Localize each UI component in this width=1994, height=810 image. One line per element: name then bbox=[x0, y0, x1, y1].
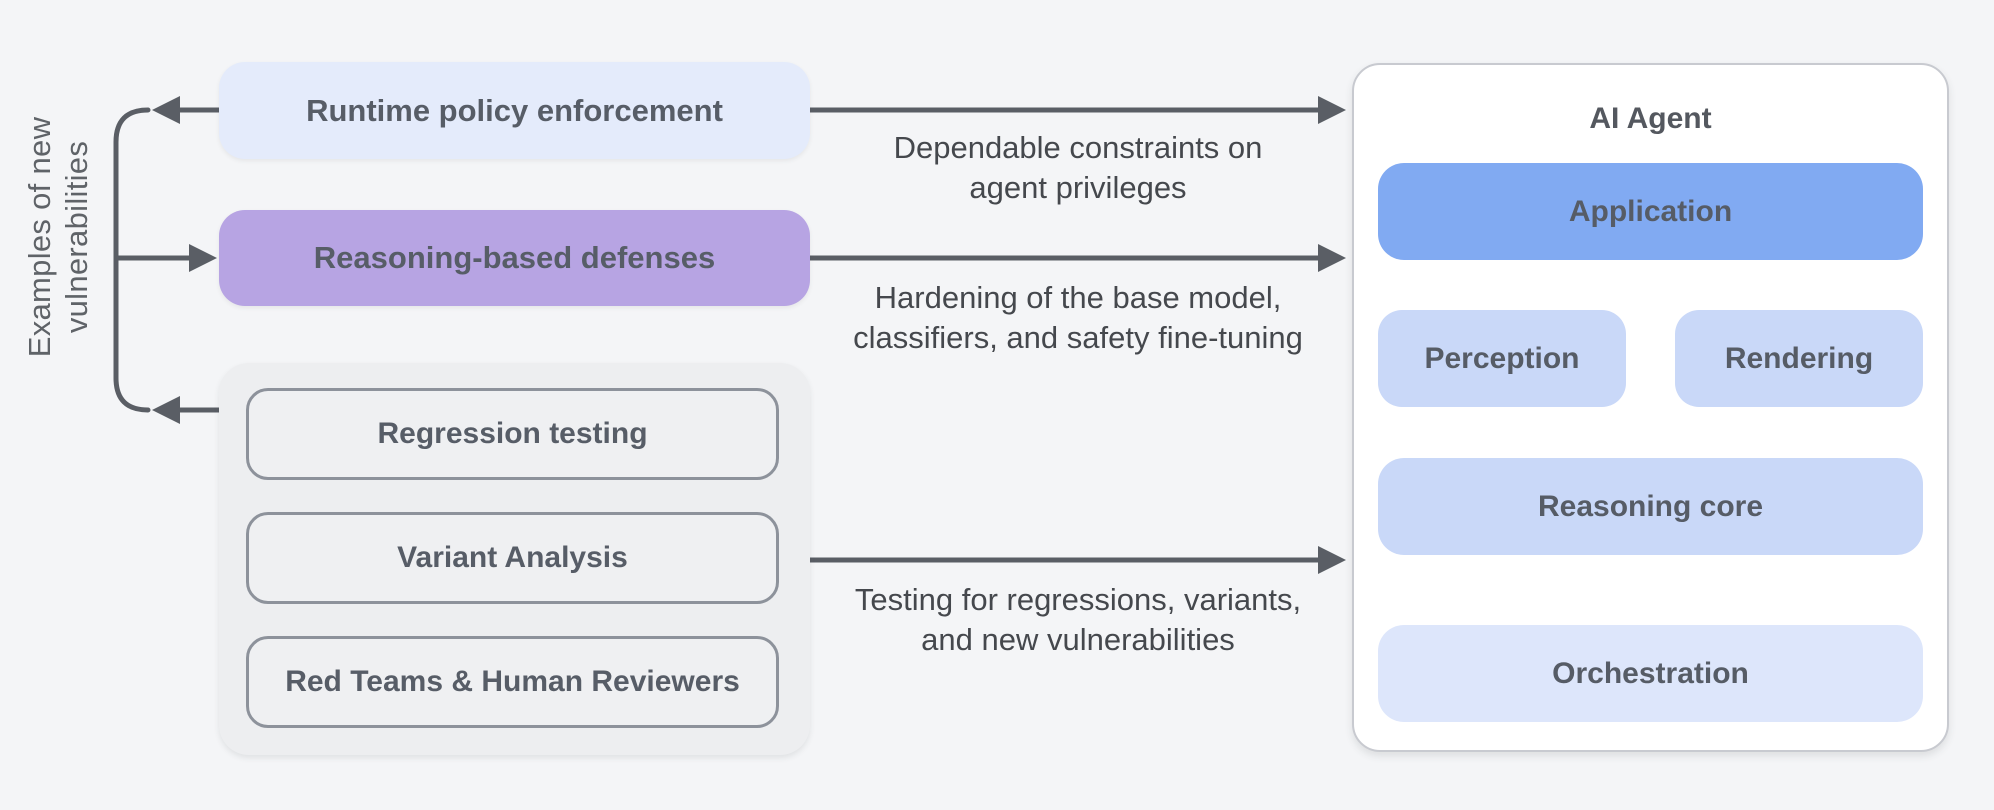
node-runtime-policy-enforcement: Runtime policy enforcement bbox=[219, 62, 810, 159]
caption-line1: Hardening of the base model, bbox=[874, 280, 1282, 315]
arrow-reasoning-to-agent bbox=[810, 244, 1346, 272]
node-label: Application bbox=[1568, 194, 1733, 228]
caption-hardening-base-model: Hardening of the base model, classifiers… bbox=[838, 278, 1318, 358]
feedback-bracket bbox=[113, 107, 151, 413]
arrow-left-from-runtime bbox=[152, 96, 219, 124]
arrow-into-reasoning-defenses bbox=[116, 244, 217, 272]
node-rendering: Rendering bbox=[1675, 310, 1923, 407]
ai-agent-panel: AI Agent Application Perception Renderin… bbox=[1352, 63, 1949, 752]
vertical-label-examples-of-new-vulnerabilities: Examples of new vulnerabilities bbox=[21, 117, 95, 358]
node-label: Variant Analysis bbox=[397, 541, 628, 574]
arrow-runtime-to-agent bbox=[810, 96, 1346, 124]
node-label: Rendering bbox=[1724, 341, 1874, 375]
testing-group-container: Regression testing Variant Analysis Red … bbox=[219, 363, 810, 755]
caption-line2: agent privileges bbox=[969, 170, 1187, 205]
arrow-left-from-testing-group bbox=[152, 396, 222, 424]
caption-testing-regressions: Testing for regressions, variants, and n… bbox=[838, 580, 1318, 660]
node-variant-analysis: Variant Analysis bbox=[246, 512, 779, 604]
caption-line2: and new vulnerabilities bbox=[921, 622, 1235, 657]
node-label: Red Teams & Human Reviewers bbox=[285, 665, 740, 698]
node-label: Reasoning-based defenses bbox=[313, 240, 716, 275]
node-reasoning-core: Reasoning core bbox=[1378, 458, 1923, 555]
caption-dependable-constraints: Dependable constraints on agent privileg… bbox=[838, 128, 1318, 208]
node-label: Reasoning core bbox=[1537, 489, 1764, 523]
node-orchestration: Orchestration bbox=[1378, 625, 1923, 722]
node-red-teams-human-reviewers: Red Teams & Human Reviewers bbox=[246, 636, 779, 728]
caption-line2: classifiers, and safety fine-tuning bbox=[853, 320, 1303, 355]
node-application: Application bbox=[1378, 163, 1923, 260]
vertical-label-line2: vulnerabilities bbox=[59, 140, 94, 334]
caption-line1: Testing for regressions, variants, bbox=[854, 582, 1302, 617]
node-perception: Perception bbox=[1378, 310, 1626, 407]
node-label: Runtime policy enforcement bbox=[306, 92, 723, 128]
node-regression-testing: Regression testing bbox=[246, 388, 779, 480]
node-label: Perception bbox=[1424, 341, 1580, 375]
node-label: Regression testing bbox=[377, 417, 648, 450]
node-label: Orchestration bbox=[1552, 656, 1749, 690]
arrow-testing-to-agent bbox=[810, 546, 1346, 574]
node-reasoning-based-defenses: Reasoning-based defenses bbox=[219, 210, 810, 306]
vertical-label-line1: Examples of new bbox=[22, 116, 57, 358]
caption-line1: Dependable constraints on bbox=[893, 130, 1263, 165]
panel-title: AI Agent bbox=[1589, 102, 1712, 135]
